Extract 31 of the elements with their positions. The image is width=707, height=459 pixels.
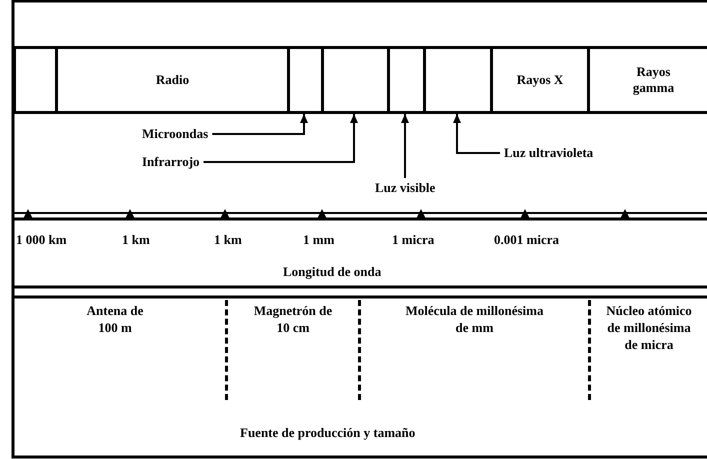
leader-arrow	[453, 114, 500, 154]
spectrum-band	[55, 46, 287, 114]
band-name: Rayos X	[516, 72, 564, 88]
leader-arrow	[401, 114, 409, 178]
empty-spectrum-band	[13, 46, 55, 114]
spectrum-region-label: Infrarrojo	[142, 154, 200, 170]
scale-label: 1 micra	[392, 232, 434, 248]
spectrum-region-label: Luz ultravioleta	[504, 145, 594, 161]
source-label: Núcleo atómico de millonésima de micra	[605, 302, 693, 353]
source-label: Molécula de millonésima de mm	[404, 302, 544, 336]
spectrum-band	[490, 46, 587, 114]
spectrum-band	[587, 46, 707, 114]
leader-arrow	[212, 114, 308, 135]
scale-label: 1 mm	[303, 232, 334, 248]
section-title: Fuente de producción y tamaño	[240, 425, 416, 441]
empty-spectrum-band	[423, 46, 490, 114]
band-name: Radio	[156, 72, 190, 88]
spectrum-region-label: Microondas	[142, 126, 208, 142]
scale-label: 1 km	[122, 232, 150, 248]
band-name: Rayos gamma	[632, 64, 676, 96]
empty-spectrum-band	[287, 46, 321, 114]
scale-label: 0.001 micra	[494, 232, 559, 248]
scale-label: 1 000 km	[16, 232, 67, 248]
empty-spectrum-band	[321, 46, 387, 114]
scale-label: 1 km	[214, 232, 242, 248]
spectrum-region-label: Luz visible	[375, 180, 436, 196]
axis-title: Longitud de onda	[283, 264, 382, 280]
source-label: Antena de 100 m	[86, 302, 144, 336]
empty-spectrum-band	[387, 46, 423, 114]
source-label: Magnetrón de 10 cm	[253, 302, 333, 336]
leader-arrow	[204, 114, 358, 163]
